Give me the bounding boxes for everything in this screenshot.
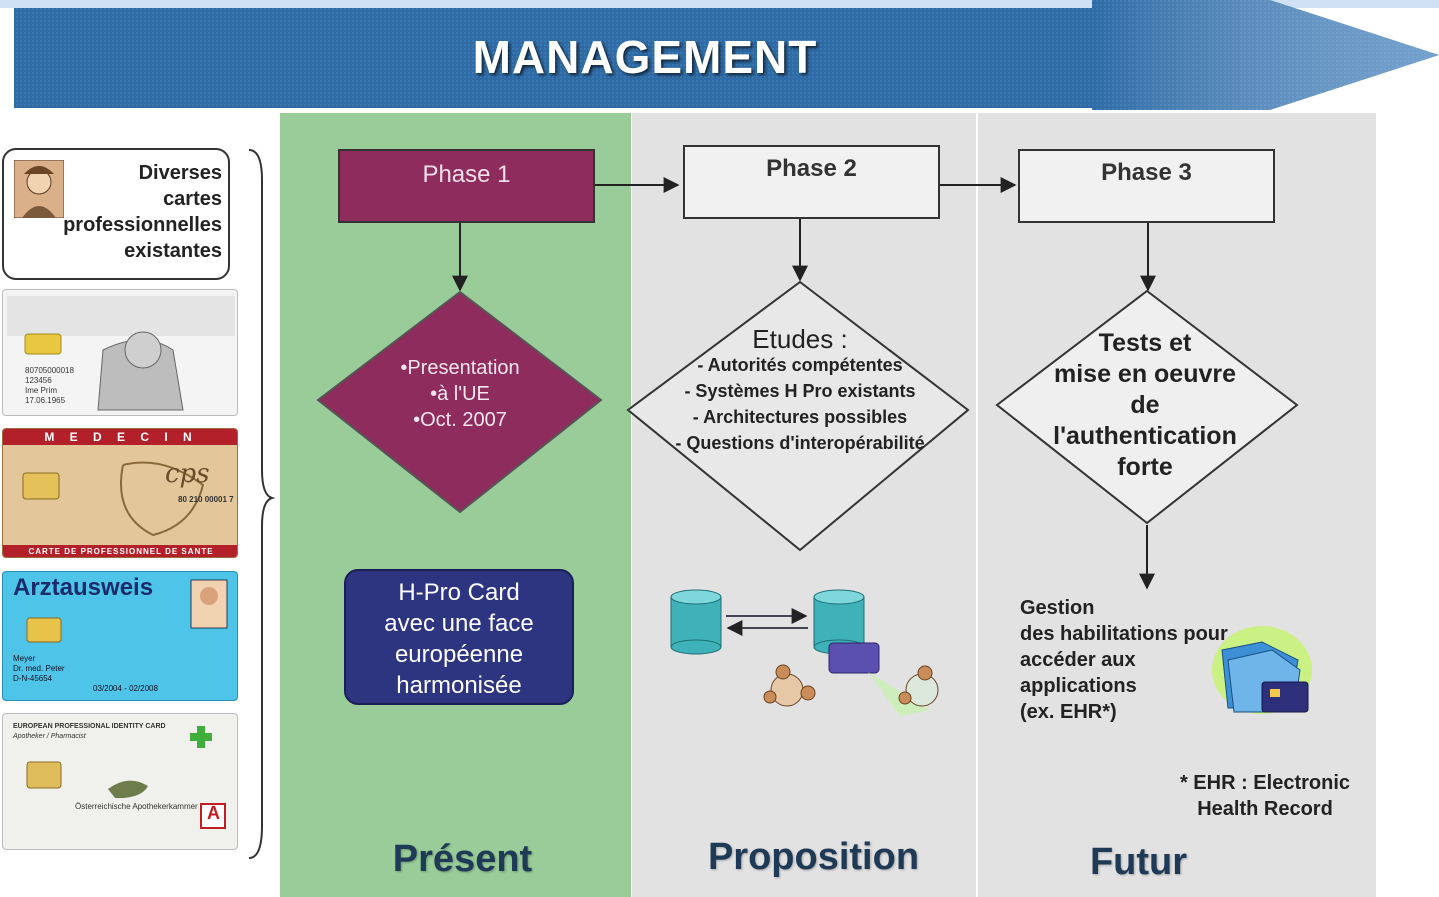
professional-card-2: M E D E C I N cps 80 210 00001 7 CARTE D… <box>2 428 238 558</box>
diamond-2-line: - Questions d'interopérabilité <box>675 433 925 453</box>
professional-card-3: Arztausweis Meyer Dr. med. Peter D-N-456… <box>2 571 238 701</box>
professional-card-4: EUROPEAN PROFESSIONAL IDENTITY CARD Apot… <box>2 713 238 850</box>
card-2-bottom-label: CARTE DE PROFESSIONNEL DE SANTE <box>28 547 214 556</box>
gestion-text: Gestion des habilitations pour accéder a… <box>1020 595 1280 725</box>
card-3-name-line: Dr. med. Peter <box>13 664 65 673</box>
existing-cards-label: Diverses cartes professionnelles existan… <box>40 160 222 264</box>
diamond-phase2 <box>626 280 970 552</box>
ehr-footnote-line: * EHR : Electronic <box>1179 772 1351 794</box>
card-3-title: Arztausweis <box>13 574 154 601</box>
diamond-2-title: Etudes : <box>752 324 848 354</box>
diamond-1-text: •Presentation •à l'UE •Oct. 2007 <box>360 355 560 433</box>
diamond-phase1 <box>316 290 603 514</box>
diamond-1-line: •Presentation <box>400 357 520 379</box>
phase-2-box: Phase 2 <box>683 145 940 219</box>
gestion-line: accéder aux <box>1020 649 1136 671</box>
diamond-3-line: mise en oeuvre <box>1053 360 1237 388</box>
diamond-1-line: •Oct. 2007 <box>413 409 507 431</box>
footer-proposition: Proposition <box>707 836 920 878</box>
folder-card-icon <box>1212 626 1312 714</box>
card-4-title: EUROPEAN PROFESSIONAL IDENTITY CARD <box>13 723 166 730</box>
footer-present: Présent <box>392 838 533 880</box>
existing-cards-line: Diverses <box>138 162 222 184</box>
existing-cards-line: existantes <box>124 240 222 262</box>
diamond-3-line: Tests et <box>1098 329 1192 357</box>
card-3-text: Meyer Dr. med. Peter D-N-45654 <box>13 654 65 684</box>
diamond-2-text: Etudes : - Autorités compétentes - Systè… <box>630 326 970 456</box>
diamond-2-line: - Systèmes H Pro existants <box>684 381 916 401</box>
banner-title: MANAGEMENT <box>472 31 818 83</box>
people-meeting-icon <box>763 664 939 707</box>
card-3-artwork <box>26 579 228 643</box>
banner-arrow <box>0 0 1439 110</box>
diamond-1-line: •à l'UE <box>430 383 490 405</box>
card-3-validity: 03/2004 - 02/2008 <box>93 684 158 693</box>
diamond-3-text: Tests et mise en oeuvre de l'authenticat… <box>1010 328 1280 483</box>
projector-icon <box>828 642 930 716</box>
gestion-line: Gestion <box>1020 597 1095 619</box>
card-1-line: 80705000018 <box>25 366 74 375</box>
diamond-phase3 <box>995 289 1299 525</box>
card-2-number: 80 210 00001 7 <box>178 495 234 504</box>
diamond-2-line: - Autorités compétentes <box>697 355 903 375</box>
portrait-icon <box>14 160 64 218</box>
footer-futur: Futur <box>1089 841 1188 883</box>
curly-brace <box>248 149 276 859</box>
hpro-card-box: H-Pro Card avec une face européenne harm… <box>344 569 574 705</box>
exchange-arrows-icon <box>726 608 808 636</box>
card-3-id: D-N-45654 <box>13 674 53 683</box>
hpro-card-line: européenne <box>394 641 524 668</box>
diamond-3-line: de <box>1130 391 1160 419</box>
phase-3-box: Phase 3 <box>1018 149 1275 223</box>
card-1-artwork <box>7 296 235 411</box>
card-1-text: 80705000018 123456 Ime Prim 17.06.1965 <box>25 366 74 406</box>
professional-card-1: 80705000018 123456 Ime Prim 17.06.1965 <box>2 289 238 416</box>
database-icon <box>670 589 722 655</box>
card-3-name-label: Meyer <box>13 654 36 663</box>
gestion-line: des habilitations pour <box>1020 623 1228 645</box>
gestion-line: (ex. EHR*) <box>1020 701 1117 723</box>
card-2-top-label: M E D E C I N <box>44 430 198 444</box>
card-4-artwork <box>26 726 226 829</box>
card-1-line: Ime Prim <box>25 386 57 395</box>
card-1-line: 17.06.1965 <box>25 396 66 405</box>
ehr-footnote: * EHR : Electronic Health Record <box>1160 770 1370 822</box>
ehr-footnote-line: Health Record <box>1197 798 1333 820</box>
diamond-3-line: forte <box>1117 453 1173 481</box>
gestion-line: applications <box>1020 675 1137 697</box>
diamond-2-line: - Architectures possibles <box>692 407 908 427</box>
card-1-line: 123456 <box>25 376 52 385</box>
hpro-card-line: H-Pro Card <box>398 579 520 606</box>
card-4-badge: A <box>207 803 220 823</box>
card-2-artwork <box>22 461 205 537</box>
hpro-card-line: harmonisée <box>396 672 522 699</box>
card-2-signature: cps <box>165 459 210 489</box>
hpro-card-line: avec une face <box>384 610 534 637</box>
phase-1-box: Phase 1 <box>338 149 595 223</box>
column-futur <box>976 113 1376 897</box>
card-4-subtitle: Apotheker / Pharmacist <box>13 733 86 740</box>
existing-cards-line: cartes <box>163 188 222 210</box>
card-4-org: Österreichische Apothekerkammer <box>75 802 198 811</box>
diamond-3-line: l'authentication <box>1053 422 1237 450</box>
existing-cards-line: professionnelles <box>63 214 222 236</box>
